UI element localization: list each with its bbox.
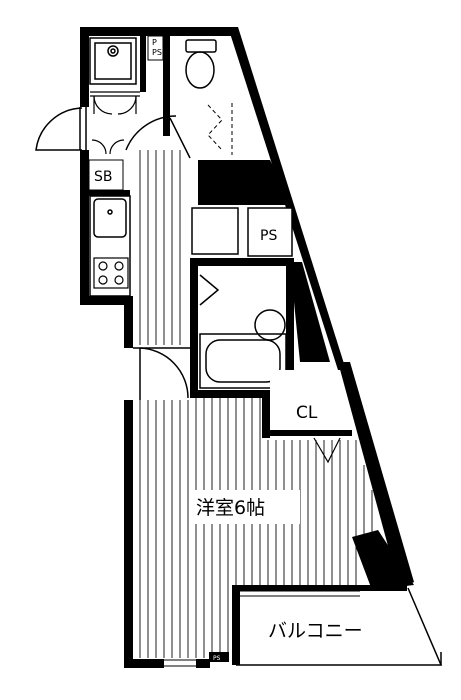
pipe-space-top-label: PS bbox=[152, 48, 162, 57]
cabinet-doors bbox=[90, 91, 140, 155]
pipe-space-bottom: PS bbox=[209, 652, 229, 662]
western-room-label: 洋室6帖 bbox=[196, 497, 265, 519]
closet: CL bbox=[270, 370, 346, 464]
balcony-outline bbox=[236, 587, 443, 666]
closet-label: CL bbox=[296, 403, 318, 423]
fridge-space bbox=[191, 207, 239, 255]
window-lines bbox=[164, 590, 360, 667]
shoe-box-label: SB bbox=[94, 169, 113, 185]
gas-stove bbox=[93, 257, 129, 289]
pipe-space-top-label-p: P bbox=[152, 38, 157, 47]
washing-machine-pan bbox=[89, 37, 137, 85]
pipe-space-top: P PS bbox=[147, 35, 164, 61]
toilet bbox=[185, 39, 217, 89]
kitchen-sink bbox=[89, 195, 131, 297]
shoe-box: SB bbox=[88, 159, 124, 191]
pipe-space-main-label: PS bbox=[260, 228, 277, 244]
washroom-door bbox=[125, 115, 191, 159]
unit-bath bbox=[199, 274, 287, 389]
balcony-label: バルコニー bbox=[268, 620, 363, 642]
entrance-door bbox=[35, 107, 87, 151]
toilet-door bbox=[207, 103, 233, 155]
room-door bbox=[133, 347, 190, 400]
label-backdrop bbox=[192, 490, 300, 524]
pipe-space-bottom-label: PS bbox=[213, 655, 221, 662]
pipe-space-main: PS bbox=[247, 207, 293, 257]
walls bbox=[80, 27, 414, 668]
